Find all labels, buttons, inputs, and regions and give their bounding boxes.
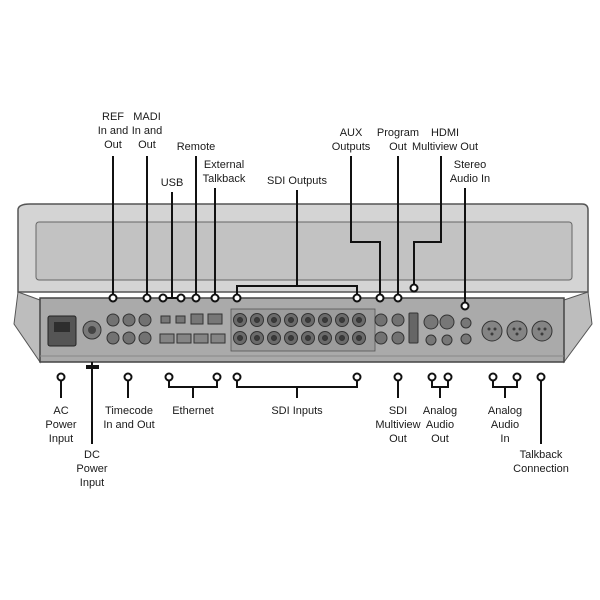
stereo-audio-in-jacks (460, 317, 472, 345)
aux-program-bnc-group (374, 313, 405, 345)
top-leader-dots (108, 283, 470, 311)
sdi-connector-grid (233, 313, 366, 345)
sdi-bnc-pin (288, 335, 294, 341)
ref-madi-timecode-bnc-group (106, 313, 152, 345)
panel-left-wing (13, 291, 41, 364)
sdi-bnc-pin (237, 335, 243, 341)
hdmi-port (408, 312, 419, 344)
top-leader-lines (112, 156, 466, 306)
usb-port-right (175, 315, 186, 324)
label-aux-outputs: AUX Outputs (331, 127, 371, 153)
sdi-bnc-pin (356, 317, 362, 323)
label-analog-audio-out: Analog Audio Out (422, 405, 458, 445)
label-dc-power-input: DC Power Input (76, 449, 108, 489)
sdi-bnc-pin (271, 317, 277, 323)
label-sdi-inputs: SDI Inputs (271, 405, 323, 417)
sdi-bnc-pin (305, 317, 311, 323)
bottom-leader-lines (60, 362, 542, 444)
sdi-bnc-pin (339, 335, 345, 341)
remote-port (190, 313, 204, 325)
panel-right-wing (563, 291, 593, 364)
sdi-bnc-pin (322, 317, 328, 323)
sdi-bnc-pin (254, 317, 260, 323)
label-madi-in-and-out: MADI In and Out (131, 111, 163, 151)
label-ac-power-input: AC Power Input (45, 405, 77, 445)
label-timecode-in-and-out: Timecode In and Out (103, 405, 155, 431)
dc-power-marker (86, 365, 99, 369)
sdi-bnc-pin (288, 317, 294, 323)
sdi-bnc-pin (254, 335, 260, 341)
sdi-bnc-pin (339, 317, 345, 323)
label-program-out: Program Out (376, 127, 420, 153)
label-ref-in-and-out: REF In and Out (97, 111, 129, 151)
label-sdi-outputs: SDI Outputs (267, 175, 327, 187)
label-hdmi-multiview-out: HDMI Multiview Out (411, 127, 479, 153)
sdi-bnc-pin (271, 335, 277, 341)
label-usb: USB (160, 177, 184, 189)
xlr-connectors (481, 320, 553, 342)
label-ethernet: Ethernet (172, 405, 214, 417)
sdi-bnc-pin (356, 335, 362, 341)
label-sdi-multiview-out: SDI Multiview Out (375, 405, 421, 445)
label-external-talkback: External Talkback (202, 159, 246, 185)
sdi-bnc-pin (237, 317, 243, 323)
external-talkback-port (207, 313, 223, 325)
label-stereo-audio-in: Stereo Audio In (449, 159, 491, 185)
usb-port-left (160, 315, 171, 324)
sdi-bnc-pin (322, 335, 328, 341)
label-remote: Remote (176, 141, 216, 153)
label-analog-audio-in: Analog Audio In (487, 405, 523, 445)
analog-audio-out-jacks (423, 314, 455, 346)
ethernet-ports (159, 333, 226, 344)
label-talkback-connection: Talkback Connection (513, 449, 569, 475)
sdi-bnc-pin (305, 335, 311, 341)
panel-top-inset (35, 221, 573, 281)
bottom-leader-dots (56, 372, 546, 382)
